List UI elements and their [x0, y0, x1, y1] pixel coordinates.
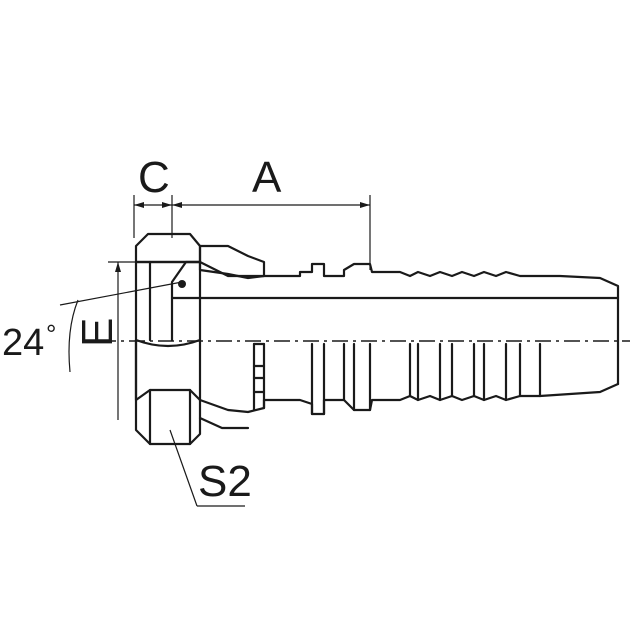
angle-value: 24 [2, 322, 44, 364]
dimension-c-a [133, 195, 371, 270]
degree-symbol: ° [46, 319, 56, 349]
s2-leader [169, 429, 245, 507]
dimension-label-c: C [138, 153, 170, 202]
hex-nut [134, 232, 202, 446]
angle-leader [59, 281, 183, 373]
dimension-label-e: E [73, 318, 122, 347]
size-label-s2: S2 [198, 457, 252, 506]
dimension-label-a: A [252, 153, 282, 202]
nipple-body-outline [170, 296, 620, 416]
nipple-body-section [170, 260, 620, 300]
